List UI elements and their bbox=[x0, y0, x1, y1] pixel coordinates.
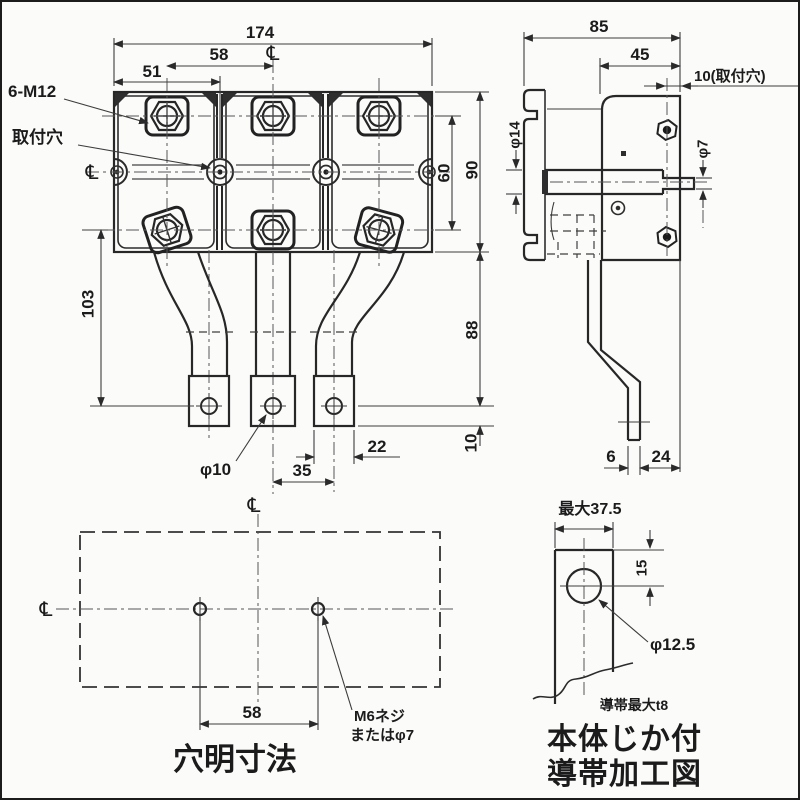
drilling-view: ℄ ℄ 58 M6ネジ またはφ7 穴明寸法 bbox=[39, 495, 454, 777]
bolt-label-text: 6-M12 bbox=[8, 82, 56, 101]
dim-85-text: 85 bbox=[590, 17, 609, 36]
dim-58: 58 bbox=[166, 45, 274, 70]
dim-phi14: φ14 bbox=[506, 121, 524, 214]
dim-45: 45 bbox=[599, 45, 681, 94]
centerline-symbol-top: ℄ bbox=[266, 43, 280, 65]
dim-35: 35 bbox=[272, 461, 335, 486]
strip-title-line1: 本体じか付 bbox=[547, 723, 702, 756]
dim-phi14-text: φ14 bbox=[507, 121, 524, 149]
dim-88-text: 88 bbox=[463, 321, 482, 340]
dim-103-text: 103 bbox=[79, 290, 98, 318]
strip-view: 最大37.5 15 φ12.5 導帯最大t8 本体じか付 導帯加工図 bbox=[532, 499, 702, 791]
side-terminal bbox=[586, 260, 650, 442]
drilling-view-title: 穴明寸法 bbox=[173, 742, 297, 777]
dim-88: 88 bbox=[463, 251, 484, 407]
dim-58-drilling: 58 bbox=[199, 618, 319, 730]
dim-10-mounting-text: 10(取付穴) bbox=[694, 67, 766, 85]
dim-58-drilling-text: 58 bbox=[243, 703, 262, 722]
label-mounting-hole: 取付穴 bbox=[12, 127, 211, 171]
dim-10: 10 bbox=[358, 405, 494, 453]
dim-103: 103 bbox=[79, 229, 194, 407]
busbar bbox=[542, 168, 708, 196]
pad-hole-label-text: φ10 bbox=[200, 460, 231, 479]
dim-35-text: 35 bbox=[293, 461, 312, 480]
centerline-symbol-top: ℄ bbox=[247, 495, 261, 517]
hidden-internals bbox=[550, 201, 606, 258]
label-phi12-5: φ12.5 bbox=[598, 599, 695, 654]
dim-58-text: 58 bbox=[210, 45, 229, 64]
dim-phi7: φ7 bbox=[695, 139, 712, 228]
corner-wedges bbox=[115, 93, 431, 107]
side-view: 85 45 10(取付穴) φ14 φ7 bbox=[506, 17, 798, 475]
dim-51: 51 bbox=[113, 62, 221, 160]
centerline-symbol-left: ℄ bbox=[39, 599, 53, 621]
dim-phi7-text: φ7 bbox=[695, 139, 712, 158]
small-hole bbox=[621, 151, 626, 156]
terminal-left bbox=[152, 251, 234, 428]
dim-90-text: 90 bbox=[463, 161, 482, 180]
hole-dia-label-text: φ12.5 bbox=[650, 635, 695, 654]
drill-hole-left bbox=[192, 597, 208, 621]
drill-hole-right bbox=[310, 597, 326, 621]
dim-24-text: 24 bbox=[652, 447, 671, 466]
note-max-thickness-text: 導帯最大t8 bbox=[600, 697, 669, 713]
dim-15: 15 bbox=[634, 530, 654, 606]
dim-10-text: 10 bbox=[462, 434, 481, 453]
dim-6-text: 6 bbox=[606, 447, 615, 466]
dim-22: 22 bbox=[296, 430, 400, 464]
centerline-symbol-left: ℄ bbox=[85, 162, 99, 184]
small-hole-center bbox=[615, 205, 621, 211]
dim-15-text: 15 bbox=[634, 560, 651, 577]
dim-45-text: 45 bbox=[631, 45, 650, 64]
dim-60-text: 60 bbox=[435, 164, 454, 183]
dim-max-width bbox=[554, 522, 614, 548]
dim-90: 90 bbox=[435, 91, 489, 253]
front-view: 174 ℄ 58 51 6-M12 取付穴 ℄ 103 bbox=[8, 23, 494, 494]
label-screw: M6ネジ またはφ7 bbox=[322, 615, 414, 744]
label-6-M12: 6-M12 bbox=[8, 82, 149, 125]
dim-22-text: 22 bbox=[368, 437, 387, 456]
case-profile bbox=[522, 88, 545, 262]
block-dividers bbox=[216, 94, 329, 250]
screw-label-line2: またはφ7 bbox=[350, 727, 414, 744]
dim-10-mounting: 10(取付穴) bbox=[644, 67, 798, 90]
bracket-plate bbox=[600, 94, 682, 262]
dim-174: 174 bbox=[113, 23, 433, 86]
strip-title-line2: 導帯加工図 bbox=[547, 758, 702, 791]
dim-174-text: 174 bbox=[246, 23, 275, 42]
dim-6-24: 6 24 bbox=[604, 446, 681, 475]
dim-85: 85 bbox=[523, 17, 681, 92]
terminal-right bbox=[310, 251, 406, 428]
mounting-hole-label-text: 取付穴 bbox=[12, 127, 63, 147]
dim-51-text: 51 bbox=[143, 62, 162, 81]
case-split-lines bbox=[132, 164, 414, 180]
break-line bbox=[532, 662, 634, 700]
dim-60: 60 bbox=[435, 115, 461, 231]
label-phi10: φ10 bbox=[200, 414, 267, 479]
screw-label-line1: M6ネジ bbox=[354, 708, 405, 725]
small-hole-ring bbox=[610, 200, 626, 216]
dim-max-width-text: 最大37.5 bbox=[558, 499, 621, 518]
terminal-middle bbox=[249, 252, 297, 428]
